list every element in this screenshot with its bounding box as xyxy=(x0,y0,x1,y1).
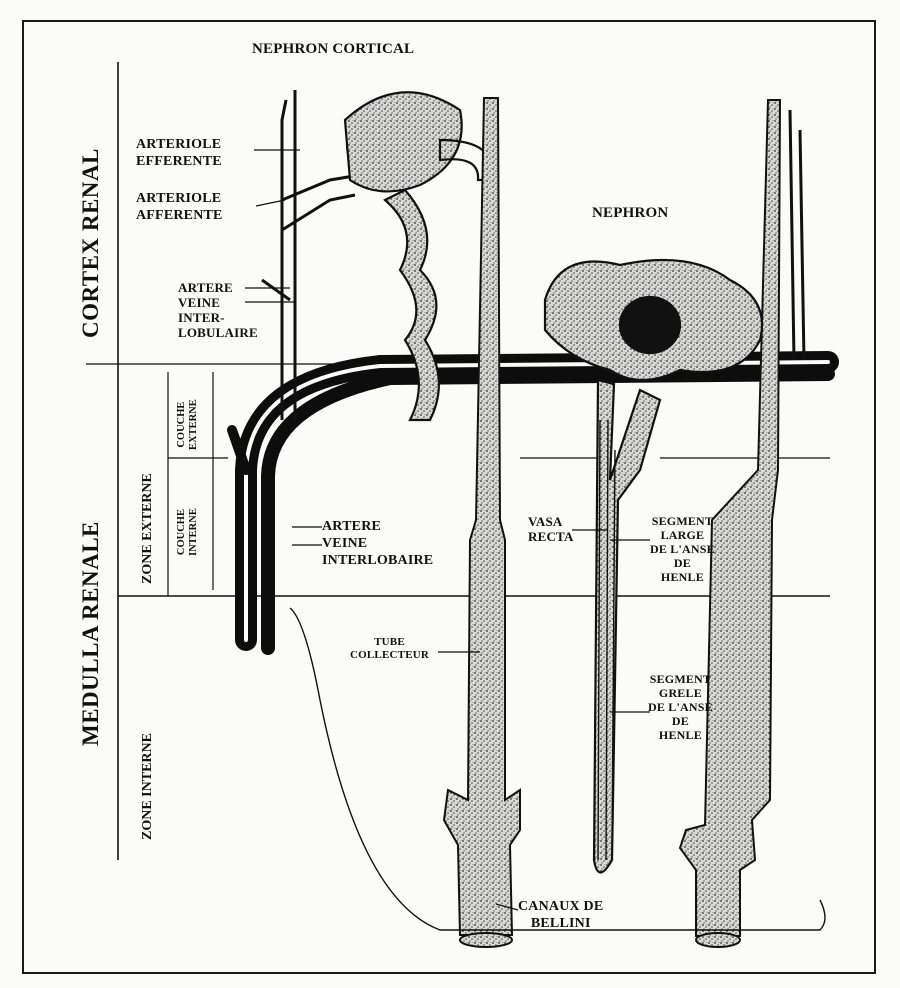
label-arteriole-afferente: ARTERIOLE AFFERENTE xyxy=(136,190,223,224)
region-cortex-renal: CORTEX RENAL xyxy=(78,148,104,338)
region-couche-interne: COUCHE INTERNE xyxy=(176,508,200,556)
region-zone-interne: ZONE INTERNE xyxy=(140,733,156,840)
label-arteriole-efferente: ARTERIOLE EFFERENTE xyxy=(136,136,222,170)
label-artere-veine-interlobulaire: ARTERE VEINE INTER- LOBULAIRE xyxy=(178,280,258,340)
title-nephron-cortical: NEPHRON CORTICAL xyxy=(252,42,414,57)
label-canaux-bellini: CANAUX DE BELLINI xyxy=(518,898,603,932)
title-nephron: NEPHRON xyxy=(592,206,668,221)
label-segment-grele: SEGMENT GRELE DE L'ANSE DE HENLE xyxy=(648,672,713,742)
label-segment-large: SEGMENT LARGE DE L'ANSE DE HENLE xyxy=(650,514,715,584)
region-couche-externe: COUCHE EXTERNE xyxy=(176,399,200,450)
label-tube-collecteur: TUBE COLLECTEUR xyxy=(350,636,429,662)
label-artere-veine-interlobaire: ARTERE VEINE INTERLOBAIRE xyxy=(322,518,433,569)
label-vasa-recta: VASA RECTA xyxy=(528,514,574,544)
region-zone-externe: ZONE EXTERNE xyxy=(140,473,156,584)
region-medulla-renale: MEDULLA RENALE xyxy=(78,521,104,746)
collecting-tube-left xyxy=(444,98,520,947)
